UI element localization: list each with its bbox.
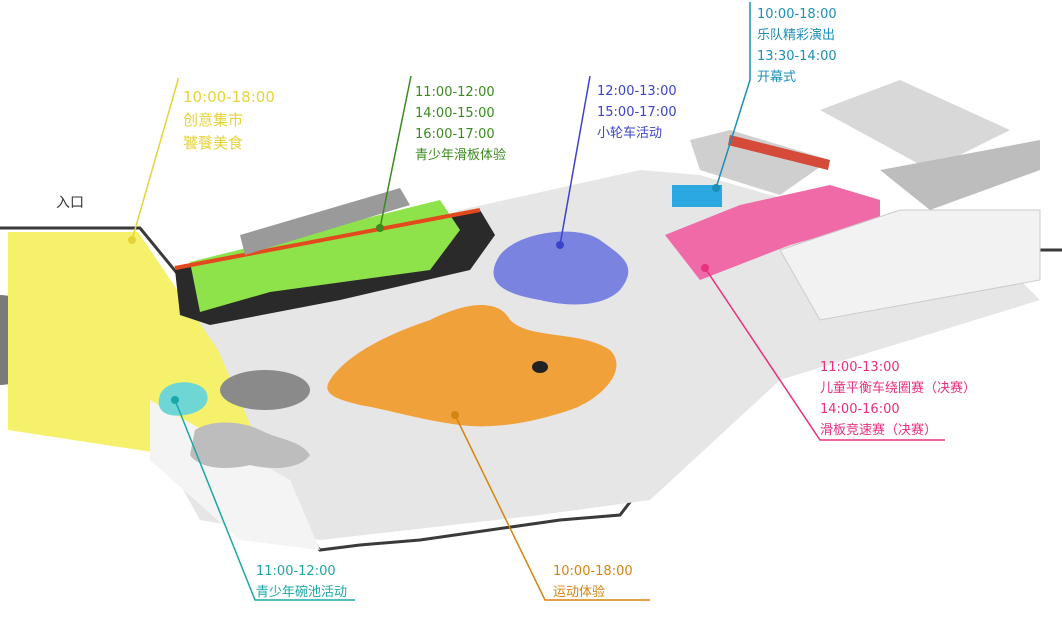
grandstand-right [820, 80, 1010, 170]
stage-seats [728, 135, 830, 170]
gray-bowl-dome [220, 370, 310, 410]
skate-label: 11:00-12:00 14:00-15:00 16:00-17:00 青少年滑… [415, 85, 507, 163]
sports-zone [327, 305, 617, 427]
stage-building [690, 130, 830, 195]
boundary-strip [150, 400, 320, 550]
race-label: 11:00-13:00 儿童平衡车绕圈赛（决赛） 14:00-16:00 滑板竞… [820, 360, 977, 438]
bmx-zone [493, 231, 629, 305]
entrance-label: 入口 [56, 195, 84, 211]
leader-stage [715, 2, 751, 189]
market-label: 10:00-18:00 创意集市 饕餮美食 [183, 88, 275, 152]
leader-market [131, 78, 179, 241]
market-zone [8, 232, 270, 470]
skate-roof-edge [174, 208, 481, 270]
canopy-tent [779, 209, 1041, 321]
bowl-label: 11:00-12:00 青少年碗池活动 [256, 564, 348, 600]
leader-bowl [174, 399, 355, 601]
leader-skate [379, 75, 412, 229]
race-zone [665, 185, 880, 280]
stage-screen [672, 185, 722, 207]
leader-bmx [559, 75, 591, 246]
skate-stand [240, 188, 410, 255]
leader-sports [454, 414, 650, 601]
bmx-label: 12:00-13:00 15:00-17:00 小轮车活动 [597, 84, 677, 141]
grandstand-lower [880, 140, 1040, 210]
bowl-zone [158, 382, 208, 416]
bowl-obstacle [532, 361, 548, 373]
gray-bowls [190, 422, 310, 468]
stage-label: 10:00-18:00 乐队精彩演出 13:30-14:00 开幕式 [757, 7, 837, 85]
sports-label: 10:00-18:00 运动体验 [553, 564, 633, 600]
leader-race [704, 267, 945, 441]
